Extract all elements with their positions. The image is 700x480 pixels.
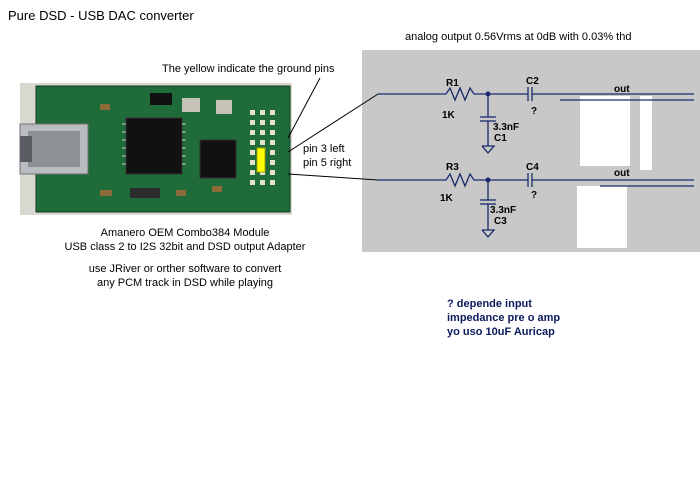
label-c2: C2 — [526, 76, 539, 87]
label-r3: R3 — [446, 162, 459, 173]
output-box-top — [580, 96, 630, 166]
pcb-module-image — [19, 83, 292, 215]
ground-pin-note: The yellow indicate the ground pins — [162, 63, 335, 75]
capacitor-note-line2: impedance pre o amp — [447, 312, 561, 324]
module-caption-line2: USB class 2 to I2S 32bit and DSD output … — [64, 241, 306, 253]
ground-symbol-2 — [481, 229, 496, 238]
software-note-line1: use JRiver or orther software to convert — [88, 263, 282, 275]
pointer-line — [287, 77, 321, 139]
wire-left-channel — [287, 93, 379, 153]
junction-dot-bottom — [485, 177, 491, 183]
label-out-top: out — [614, 84, 630, 95]
output-box-bottom — [577, 186, 627, 248]
junction-dot-top — [485, 91, 491, 97]
module-caption-line1: Amanero OEM Combo384 Module — [100, 227, 270, 239]
label-c1-value: 3.3nF — [493, 122, 519, 133]
label-c4-value: ? — [531, 190, 537, 201]
software-note-line2: any PCM track in DSD while playing — [96, 277, 274, 289]
label-r1-value: 1K — [442, 110, 456, 121]
capacitor-note-line1: ? depende input — [447, 298, 532, 310]
output-terminal-top — [640, 96, 652, 170]
resistor-r1 — [445, 86, 475, 102]
ground-symbol-1 — [481, 145, 496, 154]
label-c4: C4 — [526, 162, 539, 173]
capacitor-note: ? depende input impedance pre o amp yo u… — [447, 297, 560, 339]
label-r3-value: 1K — [440, 193, 454, 204]
pin-left-note: pin 3 left — [303, 143, 345, 155]
ground-pin-marker — [256, 147, 266, 173]
capacitor-note-line3: yo uso 10uF Auricap — [447, 326, 555, 338]
label-c3: C3 — [494, 216, 507, 227]
pin-right-note: pin 5 right — [303, 157, 352, 169]
wire-right-channel — [287, 173, 379, 181]
resistor-r3 — [445, 172, 475, 188]
module-caption: Amanero OEM Combo384 Module USB class 2 … — [60, 226, 310, 254]
label-c3-value: 3.3nF — [490, 205, 516, 216]
label-c2-value: ? — [531, 106, 537, 117]
software-note: use JRiver or orther software to convert… — [55, 262, 315, 290]
label-c1: C1 — [494, 133, 507, 144]
label-r1: R1 — [446, 78, 459, 89]
label-out-bottom: out — [614, 168, 630, 179]
analog-output-note: analog output 0.56Vrms at 0dB with 0.03%… — [405, 31, 632, 43]
page-title: Pure DSD - USB DAC converter — [8, 8, 194, 23]
